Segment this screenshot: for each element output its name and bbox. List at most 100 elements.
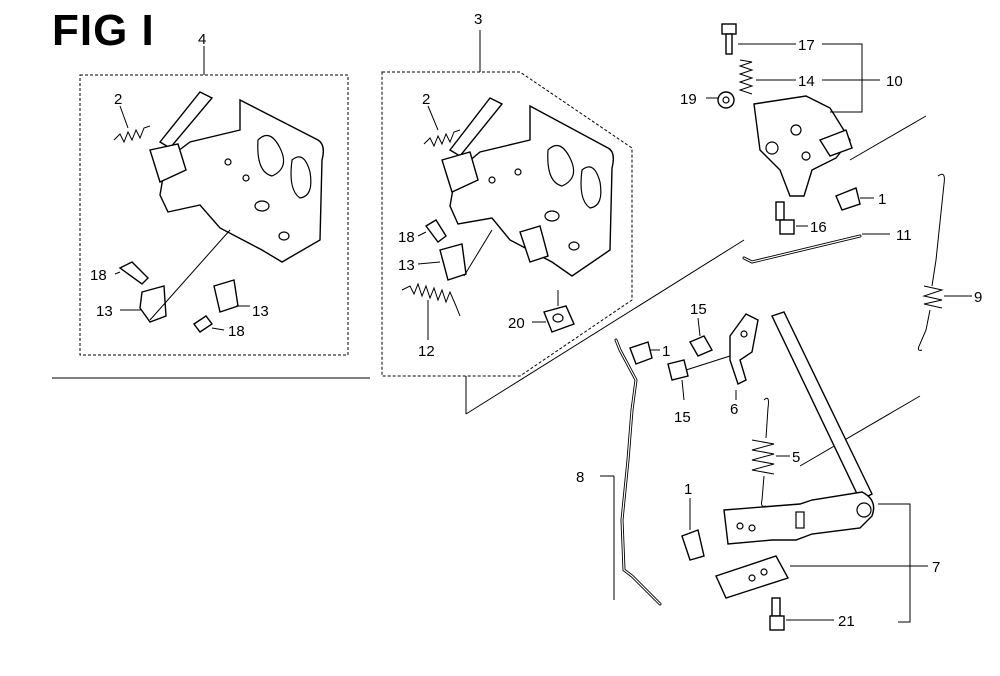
- throttle-rod-8: [614, 338, 662, 606]
- leader-2-middle: [427, 105, 439, 131]
- plate-slot-3b: [580, 166, 602, 209]
- callout-18-middle: 18: [398, 229, 415, 246]
- bolt-21-shank: [771, 597, 781, 617]
- bracket-3: [519, 225, 549, 263]
- spring-9-coil: [922, 285, 944, 309]
- leader-13c: [417, 261, 441, 265]
- governor-spring-9: [799, 173, 972, 467]
- bracket-tab: [818, 129, 853, 157]
- spring-5-top-hook: [763, 397, 769, 439]
- callout-14: 14: [798, 73, 815, 90]
- leader-18b: [211, 327, 225, 331]
- callout-9: 9: [974, 289, 982, 306]
- spring-9-lower-hook: [917, 309, 931, 351]
- callout-1-middle: 1: [662, 343, 670, 360]
- callout-11: 11: [896, 227, 912, 244]
- clamp-plate-hole-a: [748, 574, 756, 582]
- bolt-21-head: [769, 615, 785, 631]
- clip-1-middle: [629, 341, 653, 365]
- control-lever-3: [448, 97, 504, 157]
- callout-2-left: 2: [114, 91, 122, 108]
- arm-base-hole-a: [736, 522, 744, 530]
- group-10-governor-arm-assembly: [706, 23, 927, 264]
- arm-base-pivot: [856, 502, 872, 518]
- lever-pivot-3: [441, 151, 479, 193]
- group-4-frame: [79, 74, 349, 356]
- plate-hole-4b: [278, 231, 290, 241]
- leader-13c-plate: [463, 229, 493, 277]
- callout-4: 4: [198, 31, 206, 48]
- bolt-17-head: [721, 23, 737, 35]
- clip-13-middle: [439, 243, 467, 281]
- bolt-16-head: [779, 219, 795, 235]
- clip-13-left-a: [139, 285, 167, 323]
- clip-1-lower: [681, 529, 705, 561]
- bracket-hole-a: [790, 124, 802, 136]
- throttle-rod-8-highlight: [615, 339, 661, 605]
- spring-9-link: [799, 395, 921, 467]
- control-plate-4: [159, 98, 325, 263]
- nut-20-hole: [552, 313, 564, 323]
- callout-5: 5: [792, 449, 800, 466]
- plate-hole-4c: [224, 158, 232, 166]
- leader-15-lower: [681, 379, 685, 401]
- group-3-frame: [381, 71, 633, 377]
- bolt-17-shank: [725, 33, 733, 55]
- callout-8: 8: [576, 469, 584, 486]
- callout-18-left-b: 18: [228, 323, 245, 340]
- leader-18a: [114, 271, 121, 275]
- clamp-plate-hole-b: [760, 568, 768, 576]
- callout-12: 12: [418, 343, 435, 360]
- spring-5-bottom-hook: [761, 475, 767, 507]
- bolt-15-upper: [689, 335, 713, 357]
- plate-hole-3c: [514, 168, 522, 176]
- plate-hole-4d: [242, 174, 250, 182]
- group-3-link: [465, 239, 745, 415]
- control-plate-3: [449, 104, 615, 277]
- plate-hole-3b: [568, 241, 580, 251]
- bolt-18-left-b: [192, 315, 214, 333]
- bolt-18-middle: [424, 219, 447, 243]
- leader-17-10: [822, 43, 863, 113]
- figure-title: FIG I: [52, 6, 155, 55]
- plate-hole-4a: [254, 200, 270, 212]
- callout-10: 10: [886, 73, 903, 90]
- washer-19-hole: [722, 96, 730, 104]
- group-3-control-base-assembly: [381, 30, 745, 415]
- plate-slot-4b: [290, 156, 312, 199]
- lever-6-hole: [740, 330, 748, 338]
- governor-arm-bracket: [753, 95, 851, 197]
- callout-1-upper: 1: [878, 191, 886, 208]
- leader-2-left: [119, 105, 129, 129]
- callout-20: 20: [508, 315, 525, 332]
- spring-14: [738, 59, 754, 95]
- plate-slot-4a: [257, 134, 285, 177]
- leader-7-bracket: [878, 503, 911, 623]
- leader-18c: [417, 231, 427, 237]
- leader-15-link: [685, 355, 731, 371]
- callout-3: 3: [474, 11, 482, 28]
- spring-2-left: [113, 125, 151, 144]
- callout-labels: 4 3 2 2 18 13 13 18 18 13 12 20 17 14 10…: [90, 11, 982, 630]
- callout-15-upper: 15: [690, 301, 707, 318]
- throttle-lever-6: [729, 313, 759, 385]
- bracket-hole-c: [765, 141, 779, 155]
- callout-13-left-b: 13: [252, 303, 269, 320]
- plate-hole-3a: [544, 210, 560, 222]
- bracket-hole-b: [801, 151, 811, 161]
- callout-16: 16: [810, 219, 827, 236]
- clip-13-left-b: [213, 279, 239, 313]
- callout-13-left-a: 13: [96, 303, 113, 320]
- callout-7: 7: [932, 559, 940, 576]
- bolt-15-lower: [667, 359, 689, 381]
- lever-pivot-4: [149, 143, 187, 183]
- spring-12: [401, 282, 461, 317]
- plate-slot-3a: [547, 144, 575, 187]
- callout-2-middle: 2: [422, 91, 430, 108]
- plate-hole-3d: [488, 176, 496, 184]
- arm-base-slot: [795, 511, 805, 529]
- leader-13-plate: [149, 229, 231, 321]
- callout-19: 19: [680, 91, 697, 108]
- callout-15-lower: 15: [674, 409, 691, 426]
